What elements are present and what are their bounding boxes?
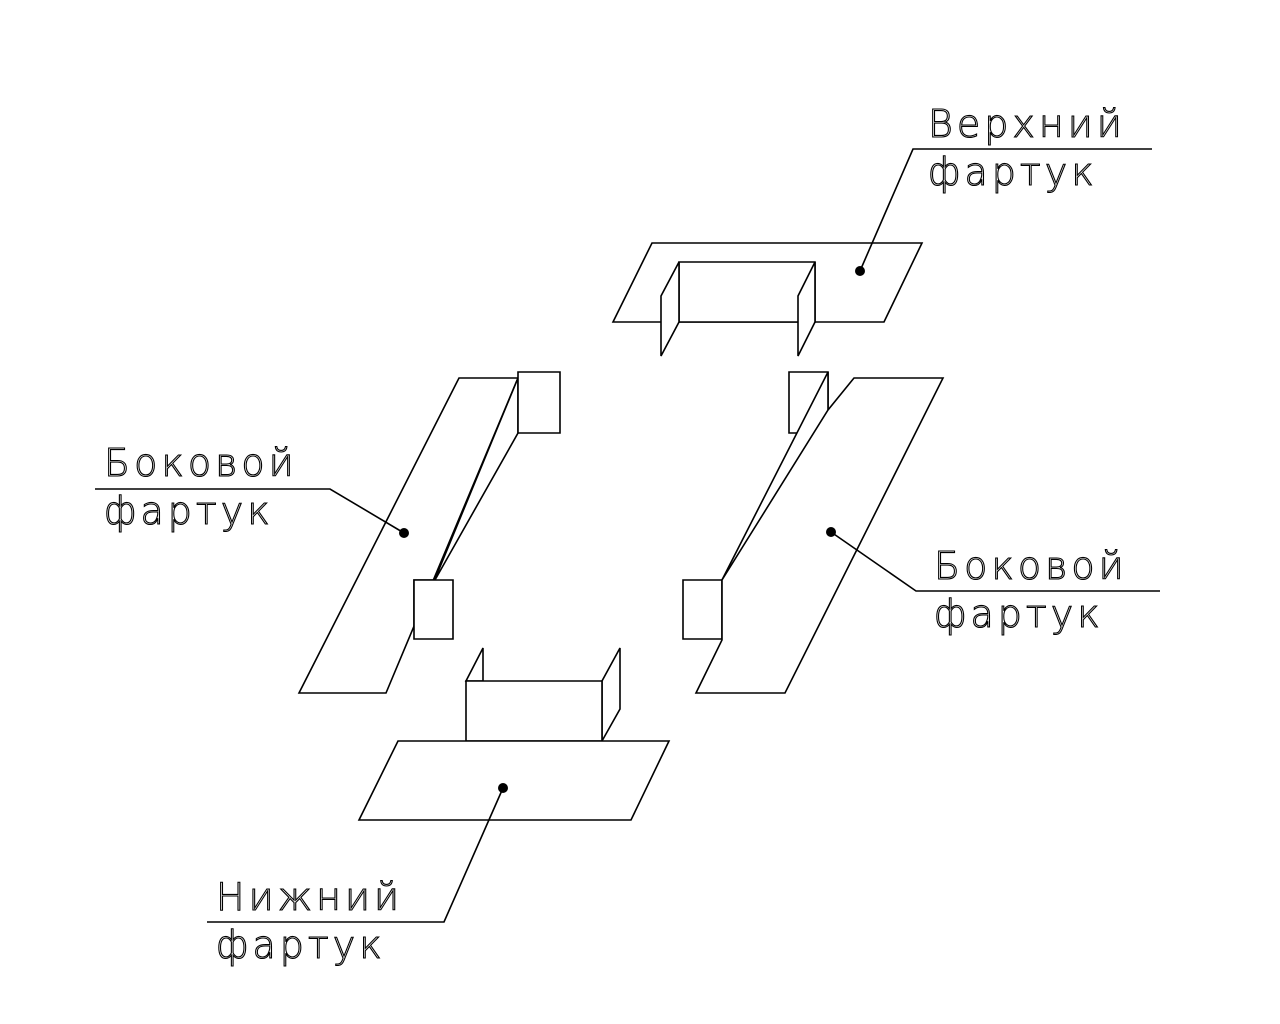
top-apron-right-tab <box>797 261 816 357</box>
top-apron-wall <box>678 261 816 323</box>
top-label-line1: Верхний <box>928 102 1126 146</box>
leader-lines <box>95 148 1160 923</box>
right-label-line2: фартук <box>934 592 1104 636</box>
left-side-apron-top-tab <box>517 371 561 434</box>
bottom-label-line1: Нижний <box>216 875 403 919</box>
top-leader <box>859 148 1152 272</box>
labels: Верхний фартук Боковой фартук Боковой фа… <box>103 101 1128 967</box>
right-label-line1: Боковой <box>934 544 1128 588</box>
top-label-line2: фартук <box>928 150 1098 194</box>
bottom-label-line2: фартук <box>216 923 386 967</box>
bottom-apron-plate <box>357 740 671 821</box>
left-side-apron-plate <box>297 377 520 694</box>
bottom-apron-wall <box>465 680 603 742</box>
left-leader <box>95 488 405 534</box>
bottom-apron-left-tab <box>464 647 484 682</box>
left-side-apron <box>297 371 561 694</box>
left-label-line2: фартук <box>104 489 274 533</box>
left-side-apron-bottom-tab <box>413 579 454 640</box>
right-side-apron-bottom-tab <box>682 579 723 640</box>
bottom-leader <box>207 787 504 923</box>
left-label-line1: Боковой <box>104 441 298 485</box>
top-apron <box>611 242 924 357</box>
right-leader <box>830 531 1160 592</box>
bottom-apron <box>357 647 671 821</box>
right-side-apron-plate <box>694 377 945 694</box>
right-side-apron <box>682 371 945 694</box>
top-apron-left-tab <box>660 261 680 357</box>
bottom-apron-right-tab <box>601 647 621 745</box>
